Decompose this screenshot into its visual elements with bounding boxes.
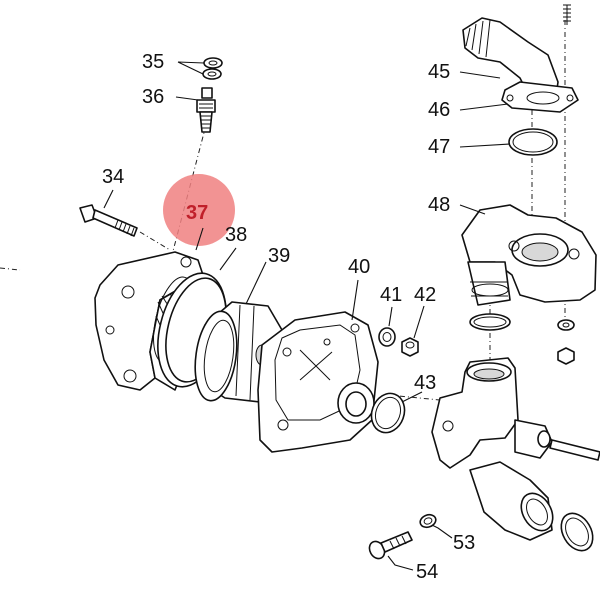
part-41-washer[interactable] xyxy=(378,327,396,347)
callout-40[interactable]: 40 xyxy=(348,256,370,278)
callout-42[interactable]: 42 xyxy=(414,284,436,306)
callout-45[interactable]: 45 xyxy=(428,61,450,83)
pipe-seal-rings[interactable] xyxy=(469,313,575,365)
callout-labels: 34 35 36 37 38 39 40 41 42 43 45 46 47 4… xyxy=(102,51,475,583)
part-47-seal-ring[interactable] xyxy=(508,128,558,156)
callout-38[interactable]: 38 xyxy=(225,224,247,246)
callout-54[interactable]: 54 xyxy=(416,561,438,583)
part-48-thermostat-housing[interactable] xyxy=(461,204,597,306)
part-46-flange[interactable] xyxy=(501,4,579,113)
part-53-washer[interactable] xyxy=(418,513,437,530)
leader-lines xyxy=(103,61,511,571)
callout-37[interactable]: 37 xyxy=(186,202,208,224)
part-34-bolt[interactable] xyxy=(79,204,138,237)
callout-46[interactable]: 46 xyxy=(428,99,450,121)
callout-35[interactable]: 35 xyxy=(142,51,164,73)
callout-34[interactable]: 34 xyxy=(102,166,124,188)
lower-connector-housing[interactable] xyxy=(431,357,600,556)
part-43-o-ring[interactable] xyxy=(366,389,410,438)
part-36-bleed-screw[interactable] xyxy=(196,87,216,133)
callout-53[interactable]: 53 xyxy=(453,532,475,554)
callout-48[interactable]: 48 xyxy=(428,194,450,216)
callout-39[interactable]: 39 xyxy=(268,245,290,267)
callout-41[interactable]: 41 xyxy=(380,284,402,306)
part-42-nut[interactable] xyxy=(401,337,419,357)
part-40-pump-body[interactable] xyxy=(257,311,379,453)
highlight-marker-37 xyxy=(163,174,235,246)
callout-43[interactable]: 43 xyxy=(414,372,436,394)
part-35-washers[interactable] xyxy=(202,57,223,80)
callout-47[interactable]: 47 xyxy=(428,136,450,158)
part-54-screw[interactable] xyxy=(366,531,413,561)
callout-36[interactable]: 36 xyxy=(142,86,164,108)
